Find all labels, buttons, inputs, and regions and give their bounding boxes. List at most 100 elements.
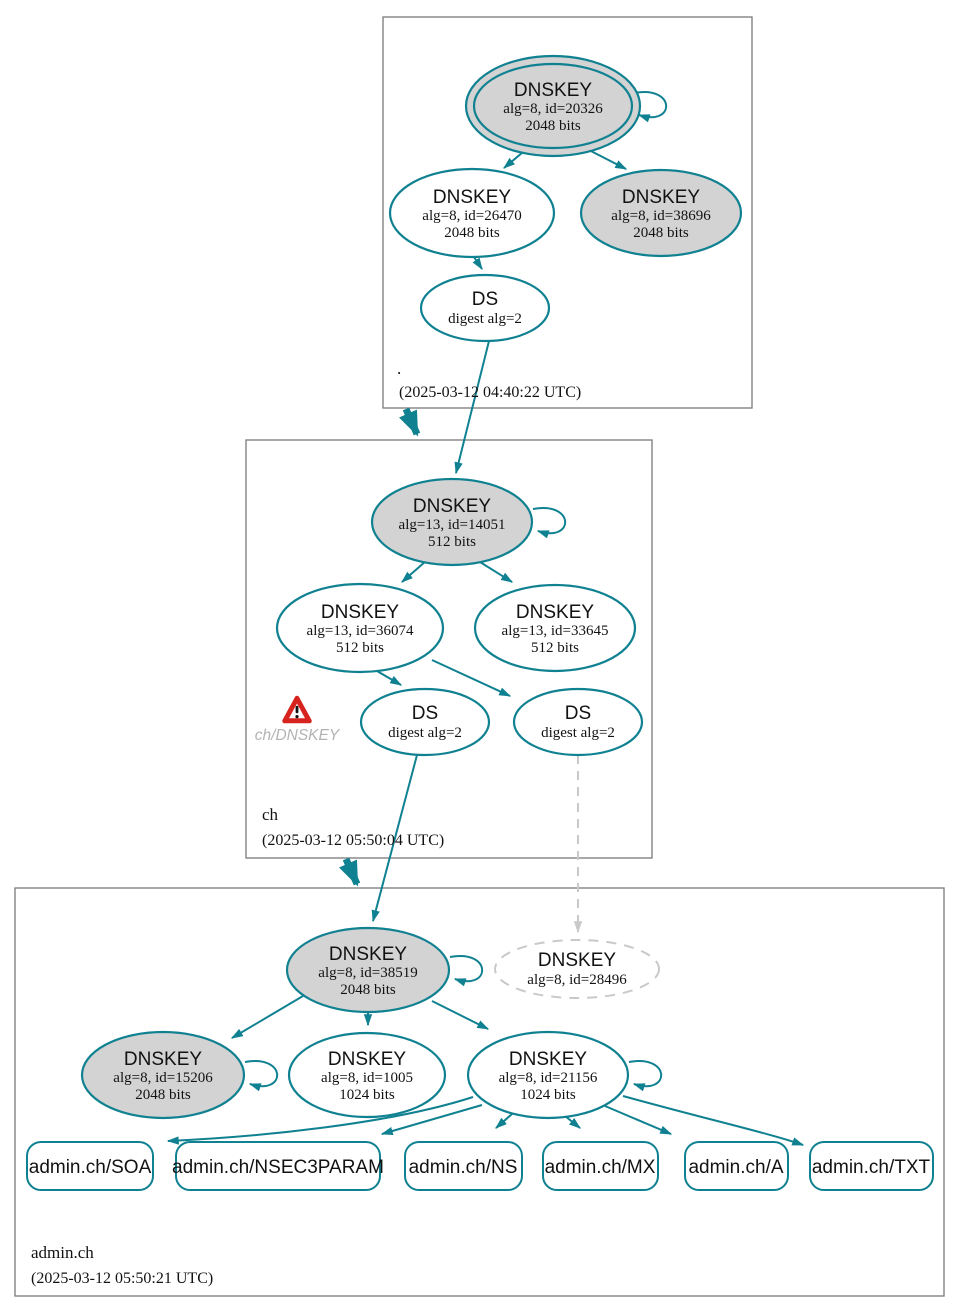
dnskey-20326-alg: alg=8, id=20326 bbox=[503, 101, 603, 117]
dnskey-20326-bits: 2048 bits bbox=[525, 118, 581, 134]
rrset-ns-label: admin.ch/NS bbox=[409, 1157, 518, 1178]
dnskey-1005-ellipse[interactable] bbox=[287, 1031, 447, 1119]
selfloop-21156 bbox=[628, 1059, 663, 1092]
dnskey-21156-ellipse[interactable] bbox=[466, 1030, 630, 1120]
rrset-nsec3param-box[interactable] bbox=[175, 1141, 381, 1191]
ds-ch-2-ellipse[interactable] bbox=[512, 687, 644, 757]
dnskey-38519-bits: 2048 bits bbox=[340, 982, 396, 998]
ds-ch-1-ellipse[interactable] bbox=[359, 687, 491, 757]
dnskey-node-1005: DNSKEY alg=8, id=1005 1024 bits bbox=[287, 1031, 447, 1119]
edge-38519-to-21156 bbox=[431, 1000, 490, 1030]
dnskey-28496-ellipse[interactable] bbox=[494, 939, 660, 999]
selfloop-15206 bbox=[244, 1059, 279, 1092]
edge-36074-to-ds1 bbox=[376, 670, 403, 686]
edge-21156-to-ns bbox=[495, 1113, 513, 1129]
dnskey-15206-ellipse[interactable] bbox=[80, 1030, 246, 1120]
edge-14051-to-36074 bbox=[401, 560, 427, 583]
dnskey-1005-alg: alg=8, id=1005 bbox=[321, 1070, 413, 1086]
dnskey-36074-bits: 512 bits bbox=[336, 640, 384, 656]
warning-exclamation-bar bbox=[295, 705, 299, 714]
edge-21156-to-soa bbox=[166, 1096, 474, 1145]
rrset-a-box[interactable] bbox=[684, 1141, 789, 1191]
rrset-ns-box[interactable] bbox=[404, 1141, 523, 1191]
dnskey-36074-title: DNSKEY bbox=[321, 602, 399, 623]
ds-ch-2-digest: digest alg=2 bbox=[541, 725, 615, 741]
delegation-arrow-ch-to-adminch bbox=[339, 857, 361, 887]
dnskey-38696-title: DNSKEY bbox=[622, 187, 700, 208]
rrset-soa-box[interactable] bbox=[26, 1141, 154, 1191]
dnskey-14051-ellipse[interactable] bbox=[370, 477, 534, 567]
dnskey-1005-title: DNSKEY bbox=[328, 1049, 406, 1070]
dnskey-15206-title: DNSKEY bbox=[124, 1049, 202, 1070]
dnskey-20326-ellipse[interactable] bbox=[472, 62, 634, 150]
dnskey-node-38519: DNSKEY alg=8, id=38519 2048 bits bbox=[285, 926, 451, 1014]
dnskey-node-21156: DNSKEY alg=8, id=21156 1024 bits bbox=[466, 1030, 630, 1120]
dnskey-38696-alg: alg=8, id=38696 bbox=[611, 208, 711, 224]
rrset-node-txt: admin.ch/TXT bbox=[809, 1141, 934, 1191]
zone-timestamp-root: (2025-03-12 04:40:22 UTC) bbox=[399, 384, 581, 401]
dnskey-26470-ellipse[interactable] bbox=[388, 167, 556, 259]
edge-26470-to-ds bbox=[472, 256, 483, 270]
dnskey-28496-title: DNSKEY bbox=[538, 950, 616, 971]
ds-ch-2-title: DS bbox=[565, 703, 591, 724]
zone-label-ch: ch bbox=[262, 805, 279, 824]
edge-36074-to-ds2 bbox=[431, 659, 512, 697]
dnskey-14051-alg: alg=13, id=14051 bbox=[399, 517, 506, 533]
rrset-node-mx: admin.ch/MX bbox=[542, 1141, 659, 1191]
dnskey-38696-bits: 2048 bits bbox=[633, 225, 689, 241]
dnskey-36074-ellipse[interactable] bbox=[275, 582, 445, 674]
ds-node-ch-2: DS digest alg=2 bbox=[512, 687, 644, 757]
dnskey-26470-bits: 2048 bits bbox=[444, 225, 500, 241]
warning-label: ch/DNSKEY bbox=[255, 727, 341, 744]
zone-box-root bbox=[382, 16, 753, 409]
edge-21156-to-a bbox=[604, 1105, 673, 1135]
ds-root-ellipse[interactable] bbox=[419, 273, 551, 343]
dnskey-28496-alg: alg=8, id=28496 bbox=[527, 972, 627, 988]
dnskey-33645-bits: 512 bits bbox=[531, 640, 579, 656]
rrset-a-label: admin.ch/A bbox=[688, 1157, 783, 1178]
ds-node-ch-1: DS digest alg=2 bbox=[359, 687, 491, 757]
rrset-mx-label: admin.ch/MX bbox=[545, 1157, 656, 1178]
selfloop-14051 bbox=[532, 506, 567, 539]
zone-box-adminch bbox=[14, 887, 945, 1297]
ds-root-title: DS bbox=[472, 289, 498, 310]
rrset-mx-box[interactable] bbox=[542, 1141, 659, 1191]
zone-label-adminch: admin.ch bbox=[31, 1243, 94, 1262]
zone-box-ch bbox=[245, 439, 653, 859]
edge-21156-to-mx bbox=[564, 1115, 581, 1129]
dnskey-26470-title: DNSKEY bbox=[433, 187, 511, 208]
edge-21156-to-nsec3param bbox=[380, 1104, 483, 1136]
warning-icon bbox=[282, 695, 312, 724]
rrset-nsec3param-label: admin.ch/NSEC3PARAM bbox=[172, 1157, 384, 1178]
edge-root-ds-to-ch-dnskey bbox=[454, 340, 490, 475]
zone-label-root: . bbox=[397, 359, 401, 378]
rrset-node-nsec3param: admin.ch/NSEC3PARAM bbox=[172, 1141, 384, 1191]
rrset-txt-box[interactable] bbox=[809, 1141, 934, 1191]
dnskey-node-28496-missing: DNSKEY alg=8, id=28496 bbox=[494, 939, 660, 999]
dnskey-36074-alg: alg=13, id=36074 bbox=[307, 623, 414, 639]
dnskey-1005-bits: 1024 bits bbox=[339, 1087, 395, 1103]
dnskey-20326-title: DNSKEY bbox=[514, 80, 592, 101]
dnskey-21156-alg: alg=8, id=21156 bbox=[499, 1070, 598, 1086]
dnskey-node-26470: DNSKEY alg=8, id=26470 2048 bits bbox=[388, 167, 556, 259]
dnskey-38519-ellipse[interactable] bbox=[285, 926, 451, 1014]
dnskey-38696-ellipse[interactable] bbox=[579, 168, 743, 258]
edge-38519-to-15206 bbox=[230, 995, 304, 1039]
ds-ch-1-digest: digest alg=2 bbox=[388, 725, 462, 741]
selfloop-20326 bbox=[633, 90, 668, 123]
zone-timestamp-adminch: (2025-03-12 05:50:21 UTC) bbox=[31, 1270, 213, 1287]
dnskey-21156-title: DNSKEY bbox=[509, 1049, 587, 1070]
dnskey-14051-title: DNSKEY bbox=[413, 496, 491, 517]
rrset-node-a: admin.ch/A bbox=[684, 1141, 789, 1191]
dnskey-26470-alg: alg=8, id=26470 bbox=[422, 208, 521, 224]
ds-node-root: DS digest alg=2 bbox=[419, 273, 551, 343]
dnskey-15206-alg: alg=8, id=15206 bbox=[113, 1070, 213, 1086]
dnskey-38519-title: DNSKEY bbox=[329, 944, 407, 965]
dnskey-33645-title: DNSKEY bbox=[516, 602, 594, 623]
dnskey-33645-ellipse[interactable] bbox=[473, 583, 637, 673]
edge-ch-ds-to-adminch-dnskey bbox=[371, 754, 418, 923]
selfloop-38519 bbox=[449, 954, 484, 987]
dnskey-node-38696: DNSKEY alg=8, id=38696 2048 bits bbox=[579, 168, 743, 258]
